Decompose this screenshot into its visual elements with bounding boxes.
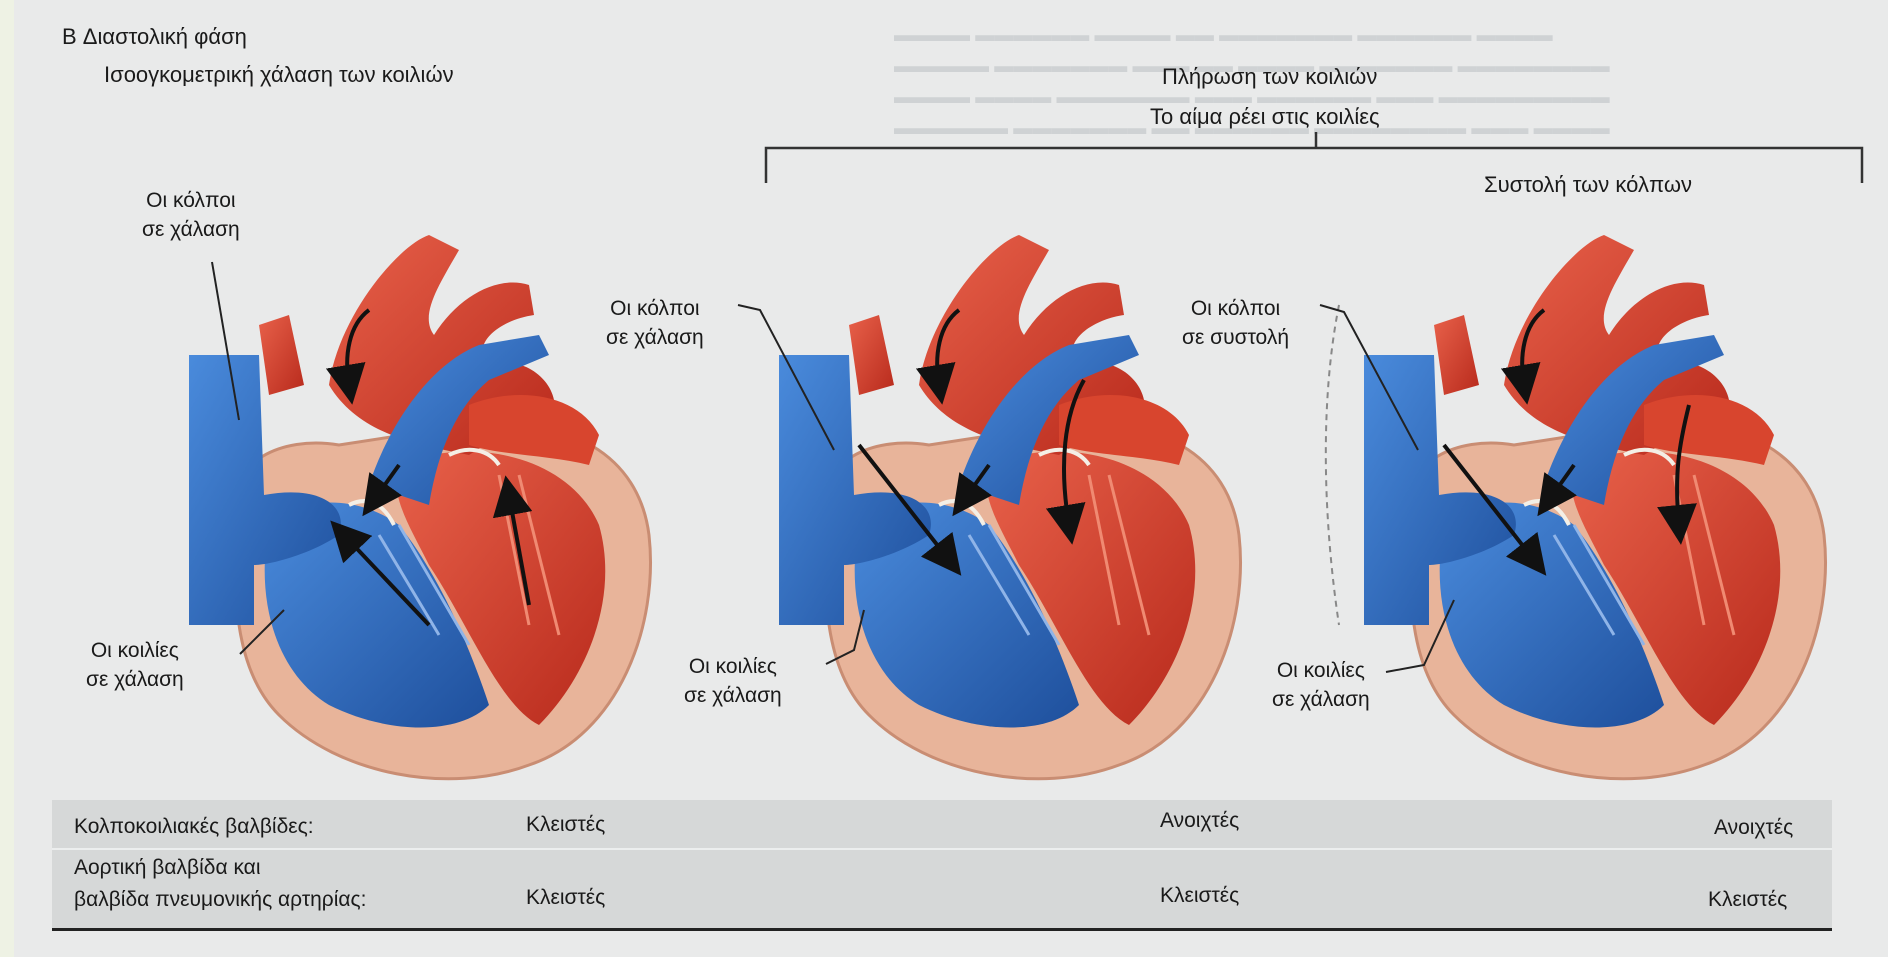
heart-panel-2 [779,235,1241,779]
label-line: Οι κοιλίες [86,636,184,665]
label-line: σε χάλαση [86,665,184,694]
heart-panel-3 [1326,235,1826,779]
panel-1-atria-label: Οι κόλποι σε χάλαση [142,186,240,244]
row-2-value-3: Κλειστές [1708,888,1787,912]
label-line: Οι κόλποι [606,294,704,323]
label-line: σε χάλαση [142,215,240,244]
panel-3-ventricles-label: Οι κοιλίες σε χάλαση [1272,656,1370,714]
filling-bracket [766,148,1862,183]
row-1-value-2: Ανοιχτές [1160,809,1239,833]
row-2-label-line-1: Αορτική βαλβίδα και [74,856,261,880]
row-1-value-1: Κλειστές [526,813,605,837]
label-line: Οι κόλποι [142,186,240,215]
label-line: Οι κοιλίες [1272,656,1370,685]
panel-3-atria-label: Οι κόλποι σε συστολή [1182,294,1289,352]
heart-panel-1 [189,235,651,779]
label-line: σε χάλαση [1272,685,1370,714]
panel-2-atria-label: Οι κόλποι σε χάλαση [606,294,704,352]
row-2-label-line-2: βαλβίδα πνευμονικής αρτηρίας: [74,888,367,912]
heart-diagrams [14,0,1888,800]
label-line: σε χάλαση [606,323,704,352]
row-2-value-1: Κλειστές [526,886,605,910]
panel-1-ventricles-label: Οι κοιλίες σε χάλαση [86,636,184,694]
valve-status-table: Κολποκοιλιακές βαλβίδες: Κλειστές Ανοιχτ… [52,800,1832,931]
panel-2-ventricles-label: Οι κοιλίες σε χάλαση [684,652,782,710]
label-line: σε συστολή [1182,323,1289,352]
label-line: σε χάλαση [684,681,782,710]
row-1-value-3: Ανοιχτές [1714,816,1793,840]
row-1-label: Κολποκοιλιακές βαλβίδες: [74,815,314,839]
textbook-page: ▬▬▬▬ ▬▬▬▬▬▬ ▬▬▬▬ ▬▬ ▬▬▬▬▬▬▬ ▬▬▬▬▬▬ ▬▬▬▬ … [14,0,1888,957]
label-line: Οι κοιλίες [684,652,782,681]
label-line: Οι κόλποι [1182,294,1289,323]
row-divider [52,848,1832,850]
row-2-value-2: Κλειστές [1160,884,1239,908]
